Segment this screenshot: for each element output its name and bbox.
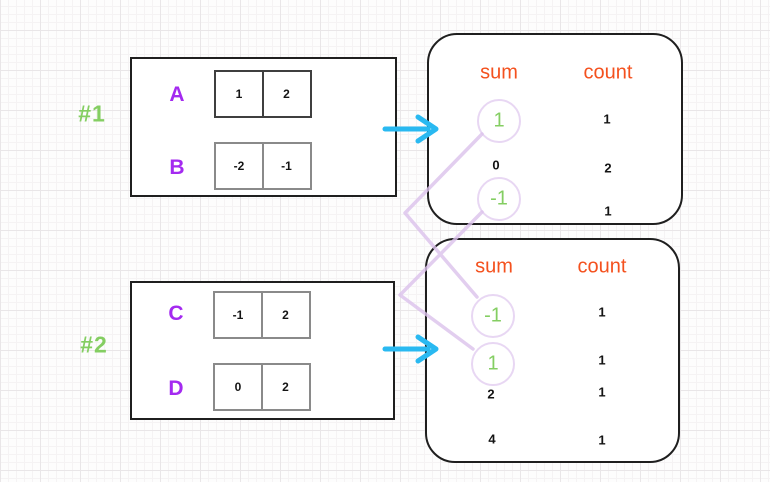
count-header: count xyxy=(583,61,633,84)
example-1-sum-count-table: sum count 1 1 0 2 -1 1 xyxy=(427,33,683,225)
count-value: 1 xyxy=(598,304,606,320)
count-value: 1 xyxy=(604,203,612,219)
example-2-label: #2 xyxy=(80,331,108,358)
array-a-cell-1: 2 xyxy=(261,70,312,118)
example-2-input-box: C -1 2 D 0 2 xyxy=(130,281,395,420)
array-c-cells: -1 2 xyxy=(213,291,311,339)
example-1-input-box: A 1 2 B -2 -1 xyxy=(130,57,397,197)
array-b-cell-0: -2 xyxy=(214,142,264,190)
sum-header: sum xyxy=(480,61,518,84)
array-a-cell-0: 1 xyxy=(214,70,264,118)
array-c-cell-0: -1 xyxy=(213,291,263,339)
array-b-cell-1: -1 xyxy=(261,142,312,190)
count-value: 1 xyxy=(598,384,606,400)
sum-value: 1 xyxy=(493,109,505,132)
array-d-cells: 0 2 xyxy=(213,363,311,411)
highlight-circle xyxy=(477,99,521,143)
array-a-cells: 1 2 xyxy=(214,70,312,118)
sum-value: 4 xyxy=(488,431,496,447)
sum-value: -1 xyxy=(484,304,502,327)
sum-value: -1 xyxy=(490,187,508,210)
array-b-label: B xyxy=(169,156,185,179)
example-1-label: #1 xyxy=(78,100,106,127)
array-c-label: C xyxy=(168,302,184,325)
array-d-label: D xyxy=(168,377,184,400)
array-d-cell-1: 2 xyxy=(260,363,311,411)
example-2-sum-count-table: sum count -1 1 1 1 2 1 4 1 xyxy=(425,238,680,463)
sum-value: 1 xyxy=(487,352,499,375)
sum-header: sum xyxy=(475,255,513,278)
array-d-cell-0: 0 xyxy=(213,363,263,411)
array-a-label: A xyxy=(169,83,185,106)
sum-value: 0 xyxy=(492,157,500,173)
array-b-cells: -2 -1 xyxy=(214,142,312,190)
count-value: 2 xyxy=(604,160,612,176)
array-c-cell-1: 2 xyxy=(260,291,311,339)
sum-value: 2 xyxy=(487,386,495,402)
count-value: 1 xyxy=(598,352,606,368)
count-value: 1 xyxy=(603,111,611,127)
count-header: count xyxy=(577,255,627,278)
count-value: 1 xyxy=(598,432,606,448)
